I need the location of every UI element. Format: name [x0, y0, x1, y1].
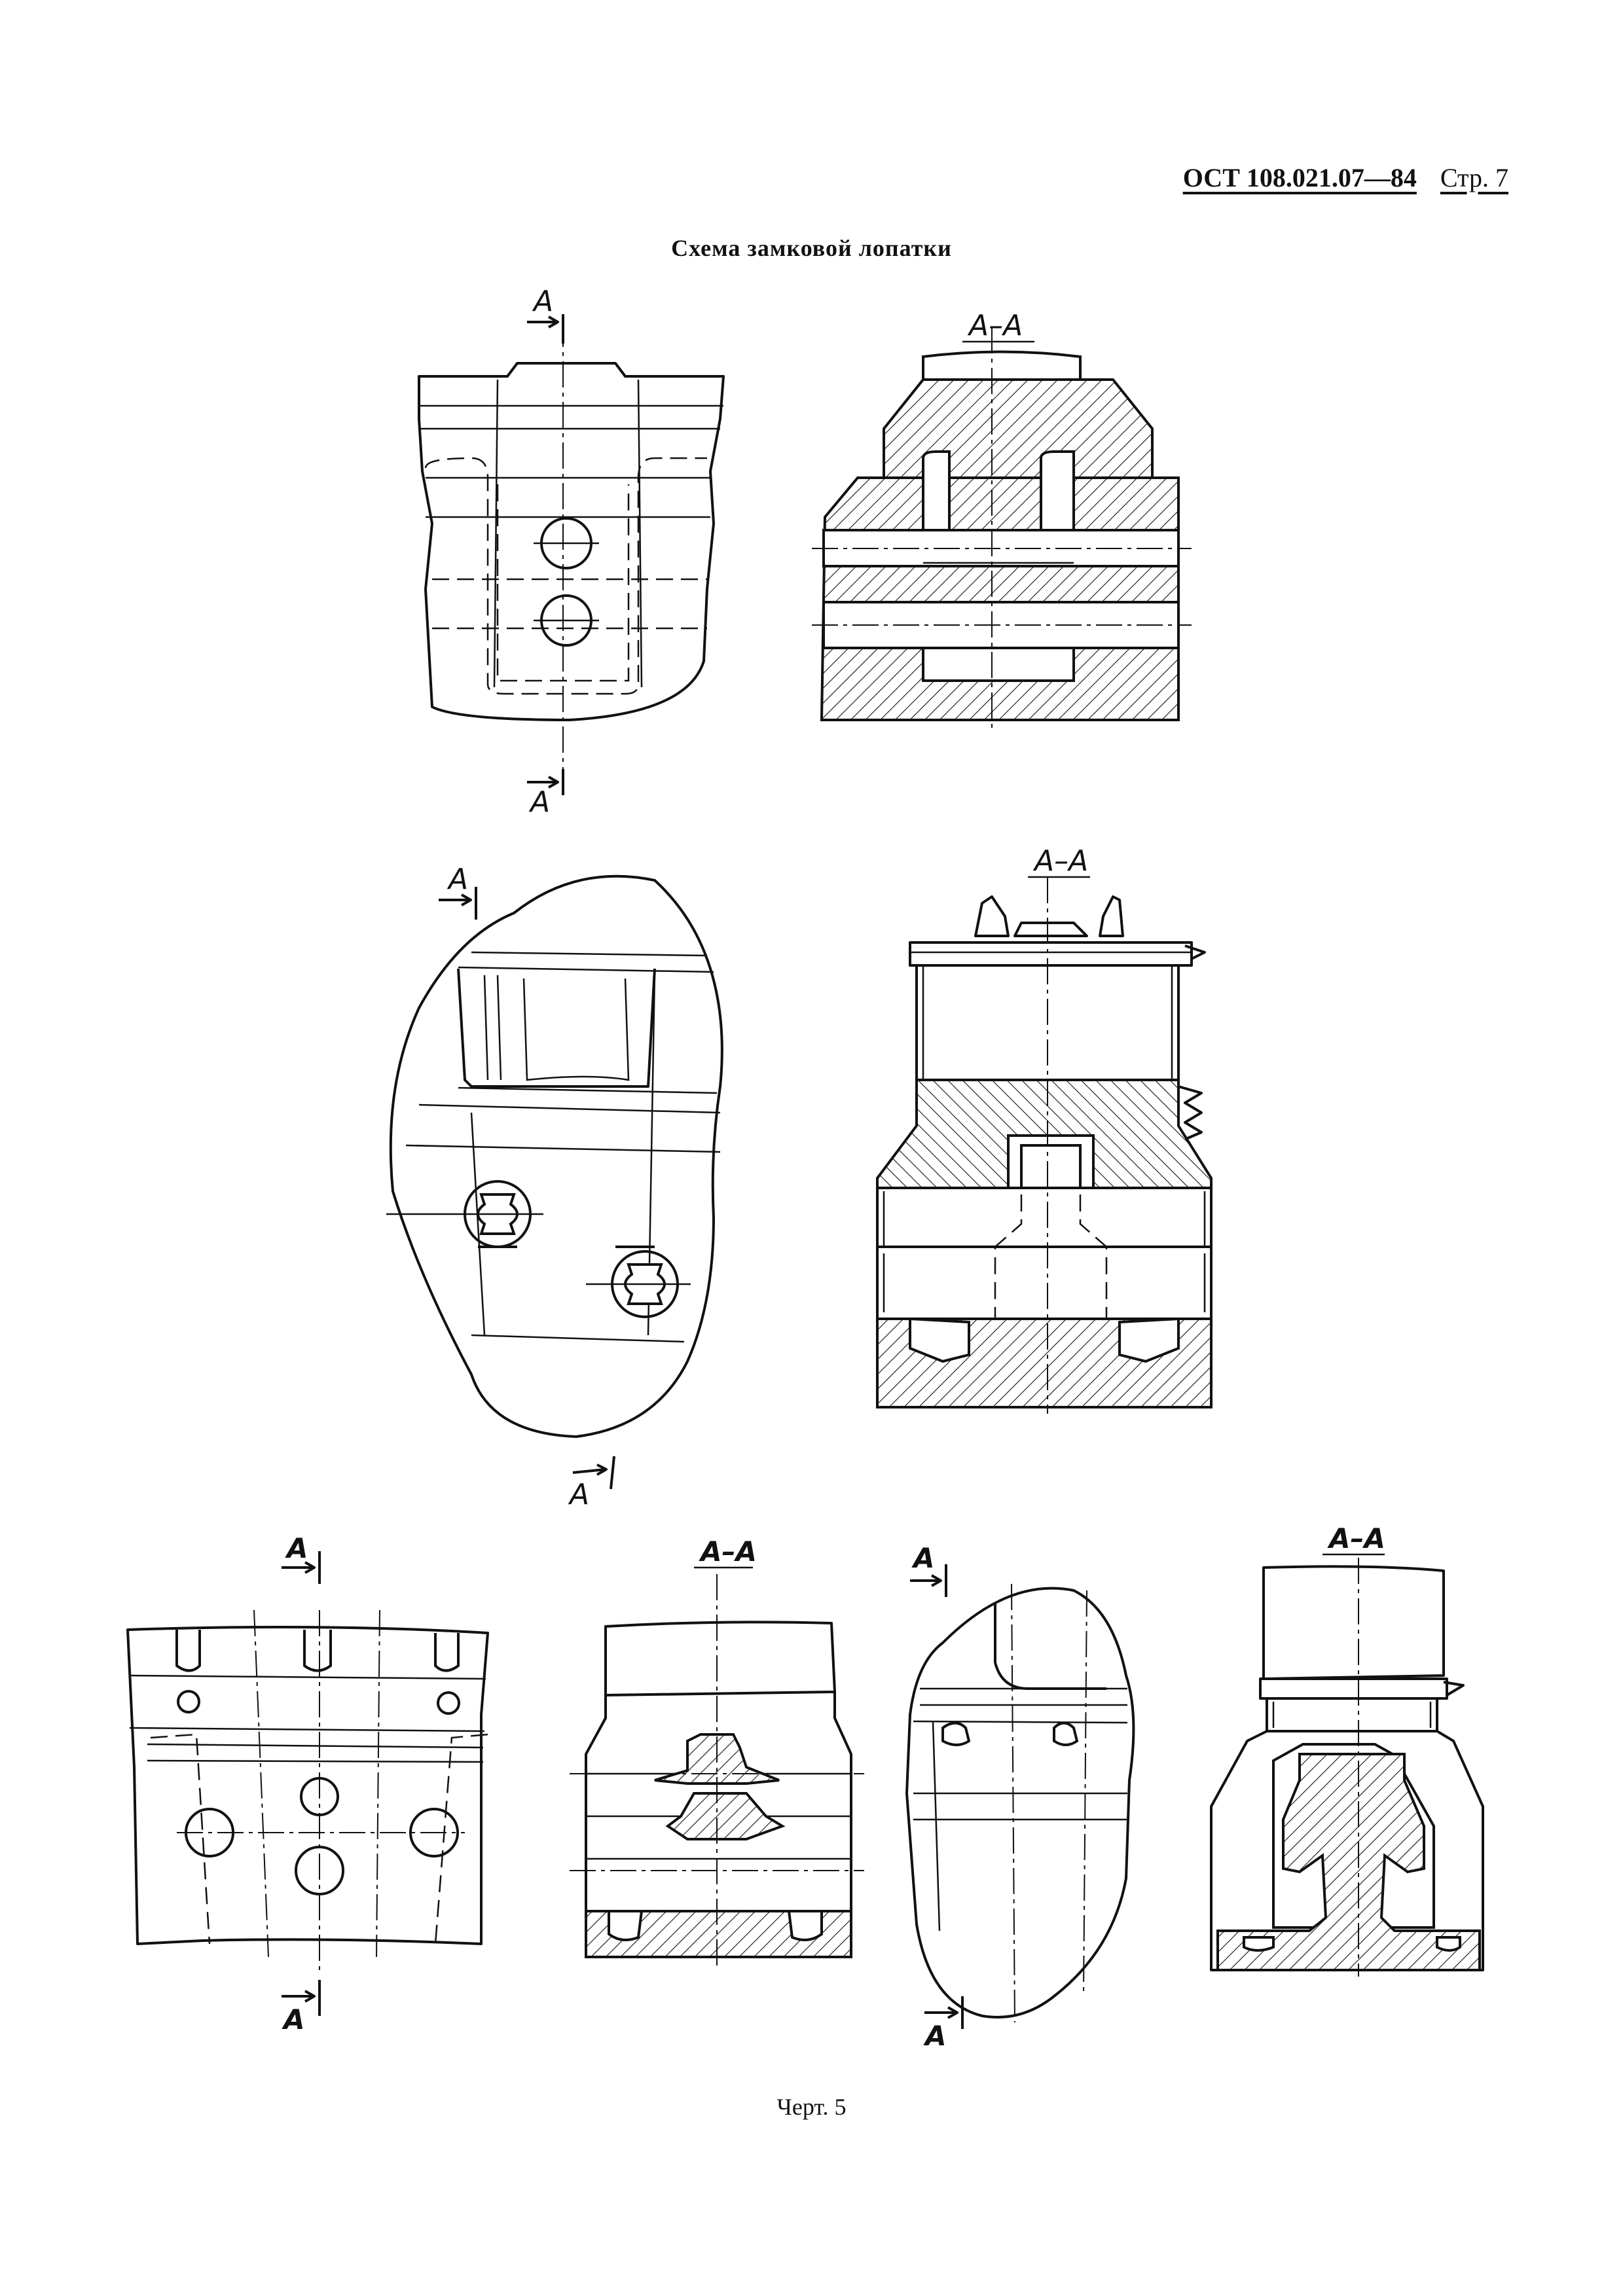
fig1-section-title: А–А [967, 309, 1023, 342]
document-code: ОСТ 108.021.07—84 [1182, 163, 1417, 192]
fig3-section-title: А–А [699, 1535, 757, 1568]
page-number: Стр. 7 [1440, 163, 1508, 192]
fig3-section-mark-bottom: А [282, 2003, 305, 2036]
fig3-section-mark-top: А [285, 1532, 308, 1564]
fig1-section-mark-top: А [532, 285, 553, 318]
fig2-section-title: А–А [1032, 844, 1088, 878]
fig4-section-title: А–А [1327, 1522, 1385, 1554]
page-header: ОСТ 108.021.07—84 Стр. 7 [1183, 162, 1508, 193]
fig1-front-view: А А [418, 285, 725, 819]
fig2-front-view: А А [386, 863, 723, 1511]
figure-caption: Черт. 5 [776, 2094, 847, 2120]
fig4-section-mark-top: А [911, 1542, 935, 1574]
fig3-section-aa: А–А [570, 1535, 864, 1970]
fig2-section-mark-top: А [447, 863, 468, 896]
fig3-front-view: А А [126, 1532, 489, 2036]
fig1-section-aa: А–А [812, 309, 1192, 733]
fig4-section-mark-bottom: А [923, 2020, 947, 2052]
fig1-section-mark-bottom: А [528, 785, 550, 819]
fig2-section-mark-bottom: А [568, 1478, 589, 1511]
fig4-section-aa: А–А [1210, 1522, 1484, 1977]
drawing-title: Схема замковой лопатки [671, 235, 952, 261]
fig4-front-view: А А [905, 1542, 1135, 2052]
fig2-section-aa: А–А [876, 844, 1213, 1414]
